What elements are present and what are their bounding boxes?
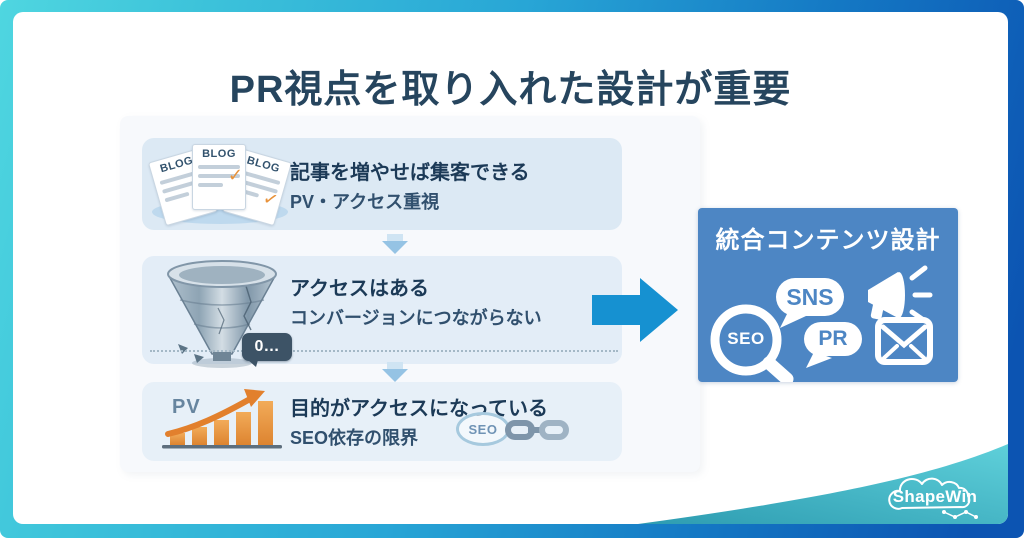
corner-swoosh <box>638 444 1008 524</box>
blog-documents-icon: BLOG BLOG ✓ BLOG ✓ <box>147 142 293 227</box>
step-row-funnel: 0… アクセスはある コンバージョンにつながらない <box>142 256 622 368</box>
step-row-blog: BLOG BLOG ✓ BLOG ✓ 記事を増やせば集客できる PV・アクセス重… <box>142 138 622 230</box>
pv-bar-chart-icon <box>162 388 284 454</box>
step3-subline: SEO依存の限界 <box>290 428 419 448</box>
page-title: PR視点を取り入れた設計が重要 <box>229 69 792 111</box>
check-icon: ✓ <box>227 165 243 185</box>
cloud-icon <box>888 477 978 519</box>
step2-subline: コンバージョンにつながらない <box>290 308 542 328</box>
flow-arrow-icon <box>592 278 678 342</box>
step1-subline: PV・アクセス重視 <box>290 192 440 212</box>
slide-card: PR視点を取り入れた設計が重要 BLOG BLOG ✓ BLOG ✓ <box>13 12 1008 524</box>
result-box-title: 統合コンテンツ設計 <box>715 227 941 254</box>
chain-links-icon <box>505 420 569 440</box>
ground-dotted-line <box>150 350 618 352</box>
cracked-funnel-icon <box>150 258 300 370</box>
seo-ring: SEO <box>456 412 510 446</box>
down-arrow-icon <box>379 234 411 254</box>
blog-page-center: BLOG ✓ <box>192 144 246 210</box>
pv-chart-label: PV <box>172 396 201 418</box>
seo-ring-label: SEO <box>468 421 498 437</box>
envelope-icon <box>875 317 933 365</box>
shapewin-logo: ShapeWin <box>880 472 990 520</box>
sns-bubble-icon <box>776 278 844 328</box>
check-icon: ✓ <box>260 187 281 211</box>
step2-headline: アクセスはある <box>290 278 429 300</box>
integrated-content-box: 統合コンテンツ設計 <box>698 208 958 382</box>
zero-conversion-badge: 0… <box>242 333 292 367</box>
pr-label: PR <box>818 327 848 350</box>
magnifier-label: SEO <box>727 329 765 348</box>
seo-chain-icon: SEO <box>456 410 572 450</box>
seo-magnifier-icon <box>710 304 794 382</box>
channel-icons <box>710 265 933 382</box>
sns-label: SNS <box>786 284 834 310</box>
logo-text: ShapeWin <box>892 487 978 506</box>
blog-page-label: BLOG <box>202 148 236 160</box>
step-row-seo-limit: PV 目的がアクセスになっている SEO依存の限界 SEO <box>142 382 622 461</box>
megaphone-icon <box>868 265 933 324</box>
pr-bubble-icon <box>804 322 862 368</box>
step1-headline: 記事を増やせば集客できる <box>290 162 530 184</box>
down-arrow-icon <box>379 362 411 382</box>
